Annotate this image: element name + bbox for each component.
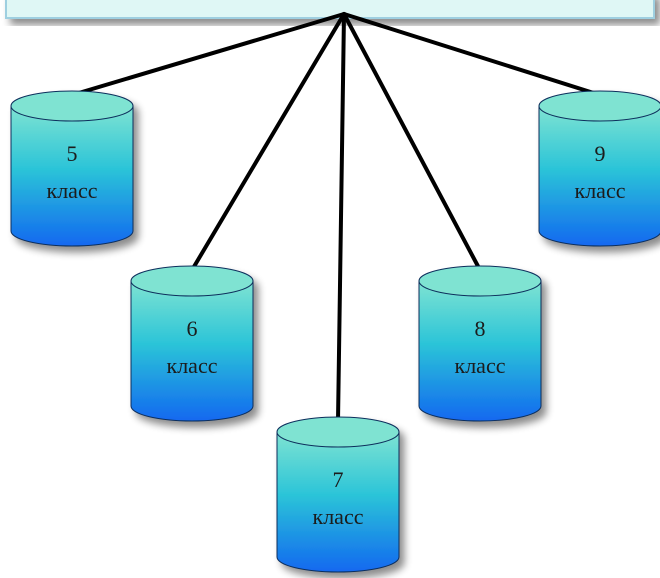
cylinder-body <box>538 105 660 247</box>
connector-grade-9 <box>342 12 602 97</box>
cylinder-body <box>418 280 542 422</box>
cylinder-top <box>418 265 542 297</box>
cylinder-grade-7: 7 класс <box>276 416 400 573</box>
connector-grade-8 <box>342 12 482 272</box>
connector-grade-5 <box>70 12 346 97</box>
cylinder-grade-8: 8 класс <box>418 265 542 422</box>
connector-grade-6 <box>190 12 346 272</box>
cylinder-body <box>130 280 254 422</box>
grade-number: 9 <box>595 141 606 166</box>
connector-lines <box>70 12 602 423</box>
grade-word: класс <box>455 353 506 378</box>
cylinder-body <box>276 431 400 573</box>
cylinder-top <box>538 90 660 122</box>
cylinder-grade-9: 9 класс <box>538 90 660 247</box>
grade-nodes: 5 класс 6 класс 7 класс 8 класс 9 класс <box>10 90 660 573</box>
header-box <box>5 0 655 19</box>
grade-word: класс <box>47 178 98 203</box>
grade-number: 5 <box>67 141 78 166</box>
grade-word: класс <box>167 353 218 378</box>
grade-number: 8 <box>475 316 486 341</box>
cylinder-top <box>276 416 400 448</box>
connector-grade-7 <box>336 12 346 423</box>
grade-word: класс <box>575 178 626 203</box>
cylinder-top <box>130 265 254 297</box>
cylinder-top <box>10 90 134 122</box>
cylinder-grade-5: 5 класс <box>10 90 134 247</box>
grade-word: класс <box>313 504 364 529</box>
cylinder-grade-6: 6 класс <box>130 265 254 422</box>
grade-number: 7 <box>333 467 344 492</box>
cylinder-body <box>10 105 134 247</box>
grade-number: 6 <box>187 316 198 341</box>
